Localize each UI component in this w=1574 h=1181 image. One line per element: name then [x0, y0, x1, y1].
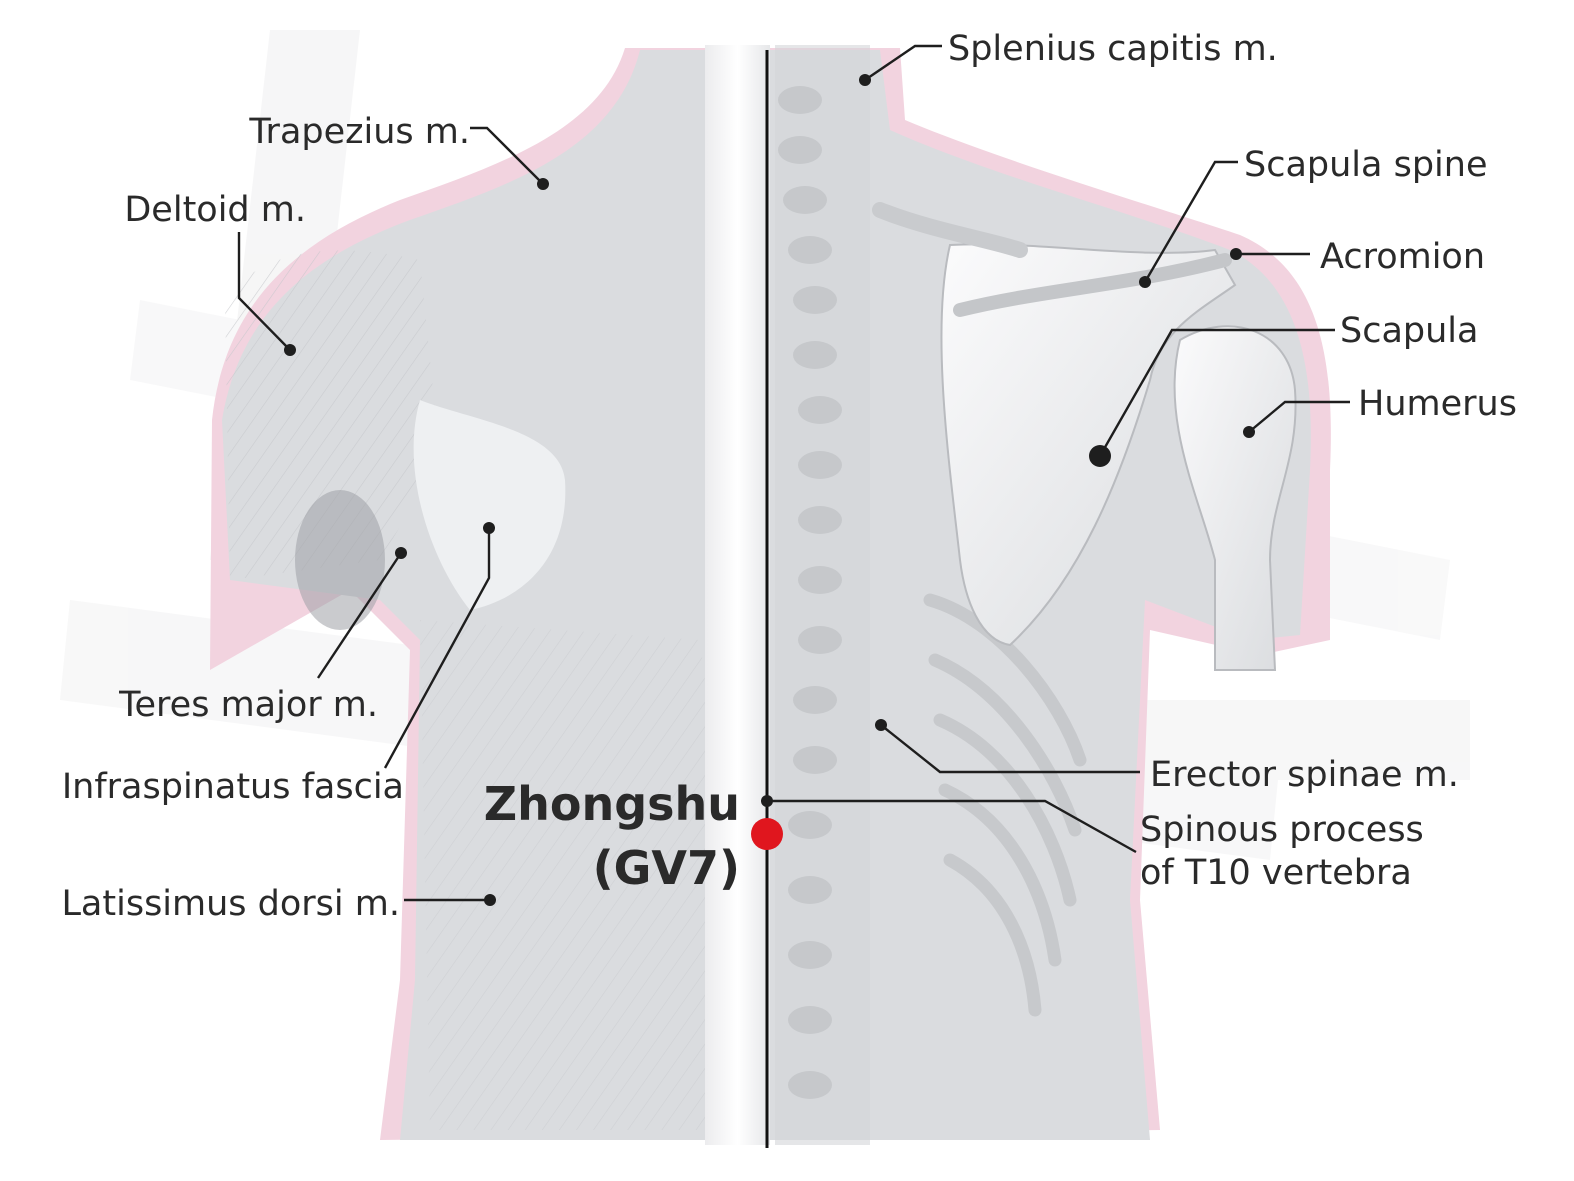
muscle-texture: [225, 250, 440, 581]
acupoint-name: Zhongshu: [484, 777, 740, 831]
spinous-process-marker: [761, 795, 773, 807]
vertebral-column: [775, 45, 870, 1145]
label-infraspinatus-fascia: Infraspinatus fascia: [62, 767, 404, 807]
label-splenius-capitis: Splenius capitis m.: [948, 29, 1278, 69]
acupoint-code: (GV7): [593, 841, 740, 895]
trapezius-marker: [537, 178, 549, 190]
label-deltoid: Deltoid m.: [124, 190, 306, 230]
leader-lines: [237, 44, 1350, 902]
label-latissimus-dorsi: Latissimus dorsi m.: [61, 884, 400, 924]
deltoid-marker: [284, 344, 296, 356]
humerus-marker: [1243, 426, 1255, 438]
humerus-bone: [1173, 325, 1297, 671]
acromion-marker: [1230, 248, 1242, 260]
label-acromion: Acromion: [1320, 237, 1485, 277]
scapula-spine-marker: [1139, 276, 1151, 288]
label-spinous-process-line2: of T10 vertebra: [1140, 853, 1412, 893]
label-spinous-process-line1: Spinous process: [1140, 810, 1424, 850]
leader-dots: [284, 74, 1255, 906]
ribs: [923, 593, 1087, 1017]
back-muscle-texture: [420, 620, 760, 1130]
infraspinatus-patch: [413, 400, 566, 610]
scapula-marker: [1089, 445, 1111, 467]
label-scapula-spine: Scapula spine: [1244, 145, 1488, 185]
label-scapula: Scapula: [1340, 311, 1478, 351]
scapula-spine-ridge: [953, 253, 1232, 317]
infraspinatus-marker: [483, 522, 495, 534]
label-erector-spinae: Erector spinae m.: [1150, 755, 1459, 795]
label-trapezius: Trapezius m.: [248, 112, 470, 152]
scapula-bone: [940, 243, 1237, 647]
spine-strip: [705, 45, 770, 1145]
latissimus-dorsi-marker: [484, 894, 496, 906]
teres-major-marker: [395, 547, 407, 559]
acupoint-marker: [751, 818, 783, 850]
armpit-shadow: [295, 490, 385, 630]
label-teres-major: Teres major m.: [118, 685, 378, 725]
splenius-capitis-marker: [859, 74, 871, 86]
erector-spinae-marker: [875, 719, 887, 731]
label-humerus: Humerus: [1358, 384, 1517, 424]
clavicle: [872, 202, 1028, 258]
